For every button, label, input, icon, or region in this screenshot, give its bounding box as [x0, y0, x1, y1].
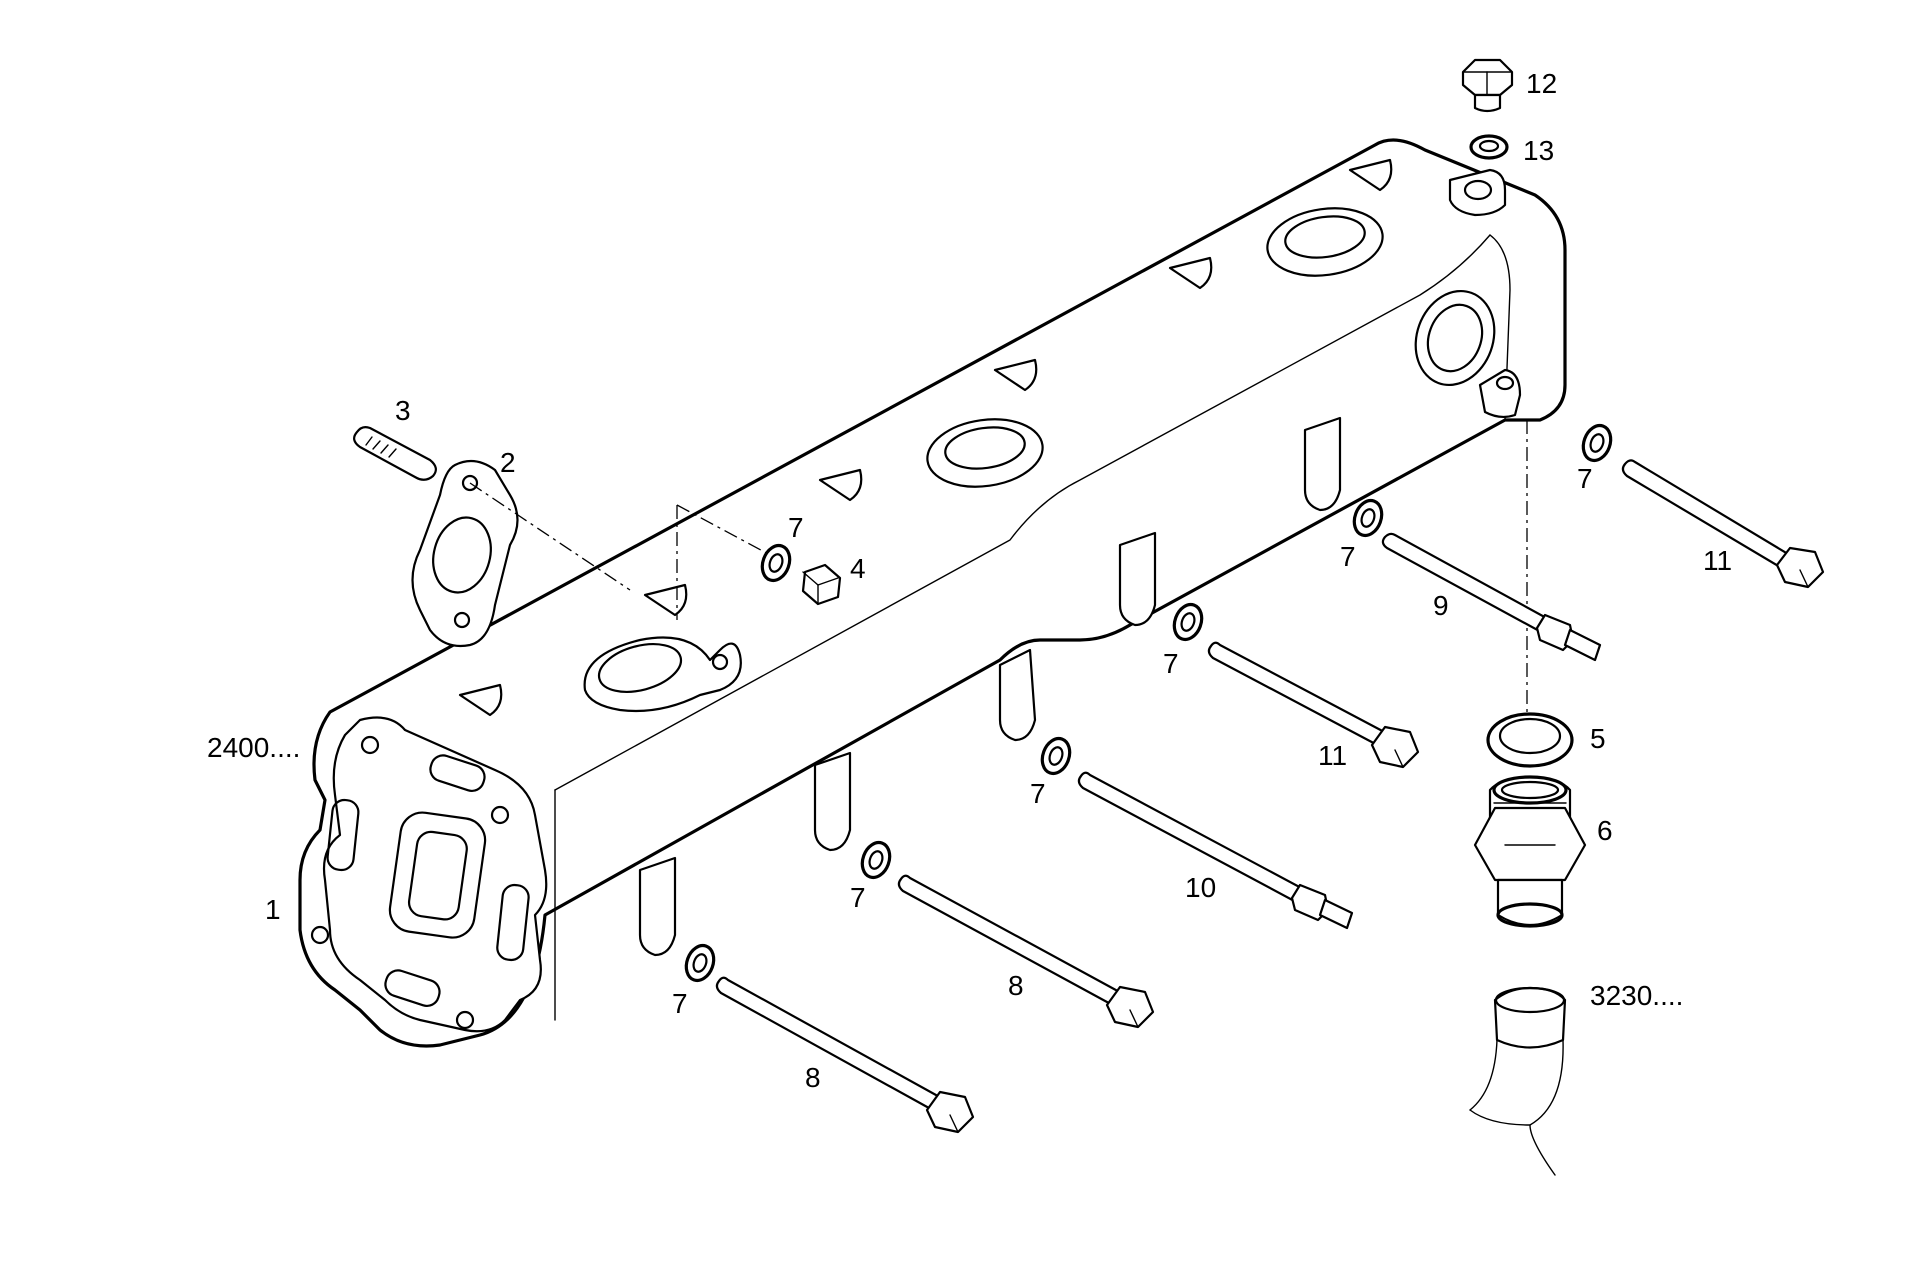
flange-hole [360, 735, 380, 755]
top-port-2 [926, 418, 1044, 488]
end-flange [322, 716, 548, 1033]
bolt-part-11-lower [1207, 641, 1420, 769]
label-13: 13 [1523, 135, 1554, 166]
stud-part-9 [1381, 532, 1602, 662]
flange-slot-top [429, 754, 486, 792]
top-boss [1448, 168, 1507, 217]
adapter-part-6 [1473, 775, 1587, 928]
label-2: 2 [500, 447, 516, 478]
label-7-f: 7 [850, 882, 866, 913]
exhaust-manifold [298, 138, 1567, 1048]
label-4: 4 [850, 553, 866, 584]
label-12: 12 [1526, 68, 1557, 99]
top-port-1 [583, 636, 742, 713]
label-7-e: 7 [1030, 778, 1046, 809]
label-ref-3230: 3230.... [1590, 980, 1683, 1011]
flange-hole [310, 925, 330, 945]
label-3: 3 [395, 395, 411, 426]
label-7-a: 7 [788, 512, 804, 543]
label-5: 5 [1590, 723, 1606, 754]
callout-labels: 1 2 3 4 5 6 7 7 7 7 7 7 7 8 8 9 10 11 11… [207, 68, 1732, 1093]
flange-port-main [388, 811, 487, 939]
hose-reference [1469, 986, 1567, 1176]
flange-port-inner [407, 830, 468, 921]
seal-ring-part-5 [1486, 712, 1574, 768]
label-10: 10 [1185, 872, 1216, 903]
bolt-part-8-upper [897, 874, 1155, 1029]
label-11-upper: 11 [1703, 545, 1732, 576]
flange-hole [455, 1010, 475, 1030]
washer-part-13 [1469, 134, 1509, 160]
end-side-port [1414, 289, 1496, 387]
label-9: 9 [1433, 590, 1449, 621]
label-8-upper: 8 [1008, 970, 1024, 1001]
label-7-d: 7 [1163, 648, 1179, 679]
flange-slot-bottom [384, 969, 441, 1007]
flange-hole [490, 805, 510, 825]
centre-lines [469, 420, 1528, 740]
flange-slot-right [496, 883, 530, 962]
nut-part-4 [801, 563, 842, 606]
label-7-b: 7 [1577, 463, 1593, 494]
label-1: 1 [265, 894, 281, 925]
bolt-part-8-lower [715, 976, 975, 1134]
manifold-outline [298, 138, 1567, 1048]
bottom-boss [1478, 368, 1522, 419]
top-windows [458, 158, 1393, 717]
washers-part-7 [684, 423, 1613, 983]
stud-part-3 [353, 426, 437, 481]
bolt-part-11-upper [1621, 459, 1825, 589]
gasket-part-2 [411, 459, 519, 648]
manifold-top-edge [554, 234, 1491, 791]
flange-slot-left [326, 798, 360, 872]
stud-part-10 [1077, 771, 1354, 930]
plug-part-12 [1461, 58, 1514, 113]
top-port-3 [1266, 207, 1384, 277]
label-8-lower: 8 [805, 1062, 821, 1093]
label-7-c: 7 [1340, 541, 1356, 572]
mounting-ears [638, 416, 1342, 957]
label-ref-2400: 2400.... [207, 732, 300, 763]
label-11-lower: 11 [1318, 740, 1347, 771]
label-7-g: 7 [672, 988, 688, 1019]
manifold-right-edge [1489, 234, 1511, 421]
label-6: 6 [1597, 815, 1613, 846]
